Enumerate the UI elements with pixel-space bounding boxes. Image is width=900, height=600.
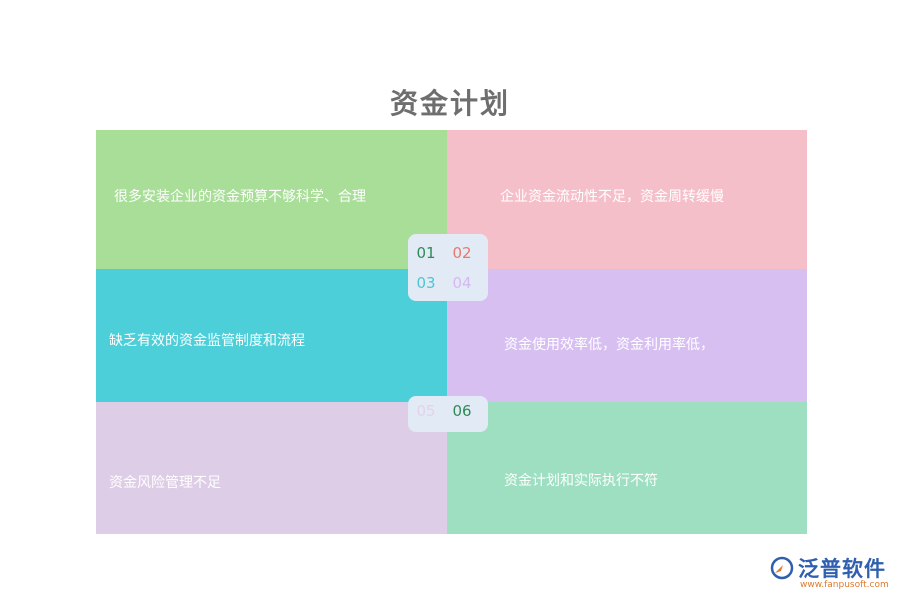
cell-02: 企业资金流动性不足，资金周转缓慢 [447, 130, 807, 269]
fanpu-logo-icon [770, 556, 794, 580]
number-06: 06 [452, 402, 472, 420]
number-badge-top: 01 02 03 04 [408, 234, 488, 301]
brand-name: 泛普软件 [798, 557, 886, 581]
number-03: 03 [416, 274, 436, 292]
number-05: 05 [416, 402, 436, 420]
number-04: 04 [452, 274, 472, 292]
cell-04-text: 资金使用效率低，资金利用率低， [504, 336, 714, 353]
number-02: 02 [452, 244, 472, 262]
cell-05: 资金风险管理不足 [96, 402, 447, 534]
brand-logo: 泛普软件 www.fanpusoft.com [770, 553, 895, 593]
cell-06-text: 资金计划和实际执行不符 [504, 473, 658, 489]
cell-04: 资金使用效率低，资金利用率低， [447, 269, 807, 402]
number-badge-bottom: 05 06 [408, 396, 488, 432]
diagram-title: 资金计划 [389, 87, 510, 120]
brand-url: www.fanpusoft.com [800, 580, 889, 590]
cell-02-text: 企业资金流动性不足，资金周转缓慢 [500, 188, 724, 205]
cell-01-text: 很多安装企业的资金预算不够科学、合理 [114, 188, 366, 205]
number-01: 01 [416, 244, 436, 262]
cell-06: 资金计划和实际执行不符 [447, 402, 807, 534]
cell-01: 很多安装企业的资金预算不够科学、合理 [96, 130, 447, 269]
cell-05-text: 资金风险管理不足 [109, 475, 221, 491]
cell-03-text: 缺乏有效的资金监管制度和流程 [109, 332, 305, 349]
cell-03: 缺乏有效的资金监管制度和流程 [96, 269, 447, 402]
